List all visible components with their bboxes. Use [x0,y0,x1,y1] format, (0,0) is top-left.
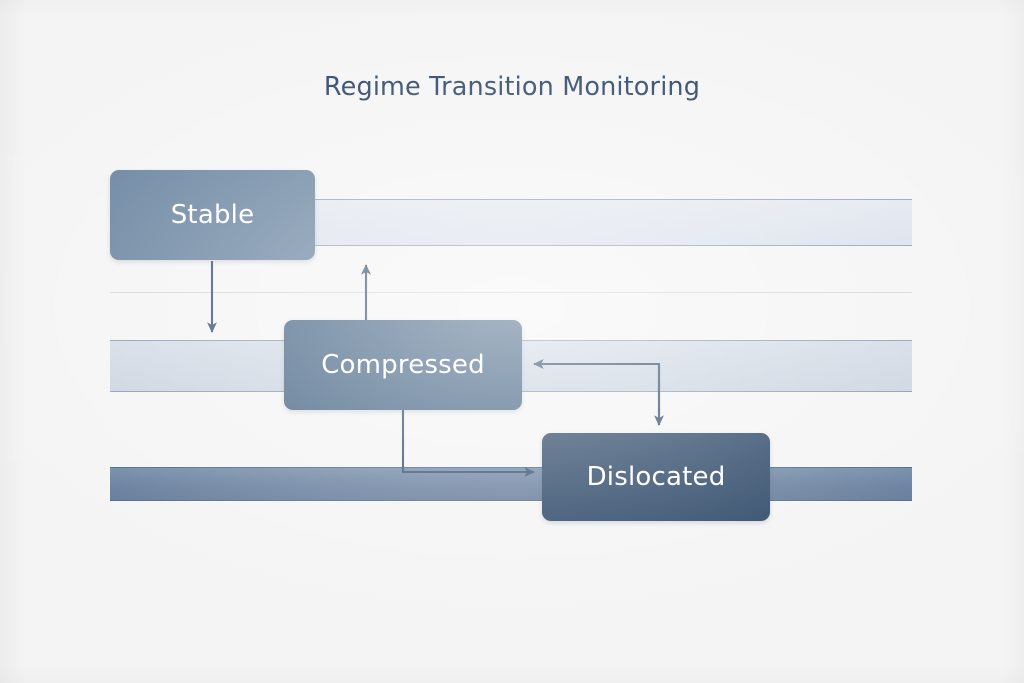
state-node-dislocated[interactable]: Dislocated [542,433,770,521]
edge-compressed-to-dislocated [401,410,535,477]
state-node-compressed-label: Compressed [321,350,485,380]
state-node-compressed[interactable]: Compressed [284,320,522,410]
band-separator-line [110,292,912,293]
regime-band-dislocated [110,467,912,501]
state-node-stable-label: Stable [170,200,255,230]
state-node-stable[interactable]: Stable [110,170,315,260]
state-node-dislocated-label: Dislocated [586,462,726,492]
page-title: Regime Transition Monitoring [323,72,701,102]
